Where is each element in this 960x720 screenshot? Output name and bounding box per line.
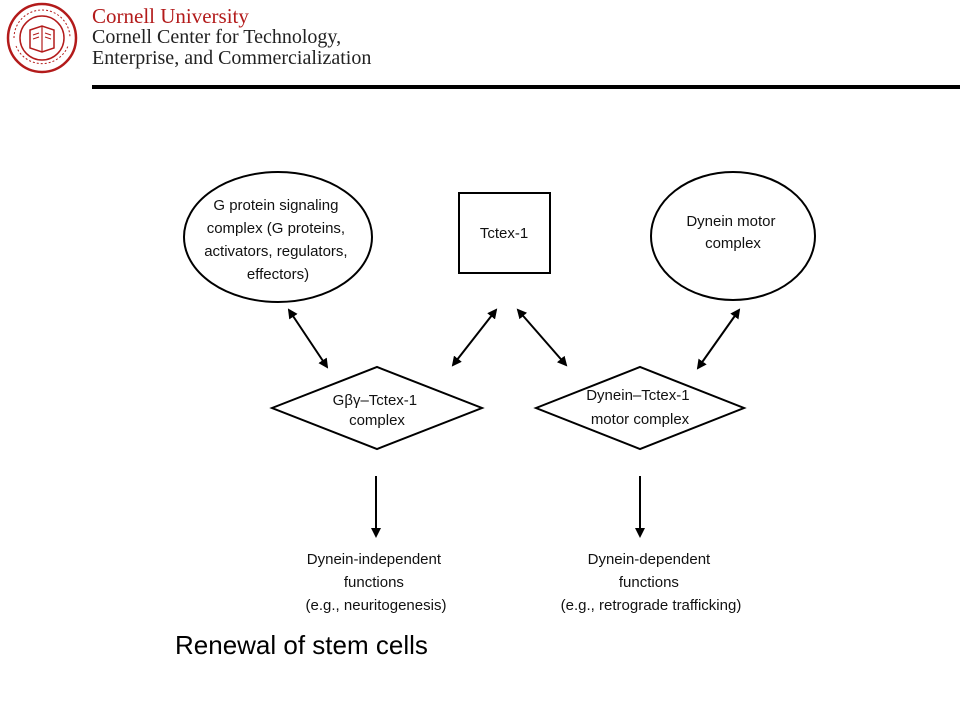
cornell-seal-logo xyxy=(6,2,78,74)
dynein-independent-label: Dynein-independent functions (e.g., neur… xyxy=(306,551,447,614)
dynein-tctex-label: Dynein–Tctex-1 motor complex xyxy=(586,387,694,428)
slide-caption: Renewal of stem cells xyxy=(175,630,428,660)
dynein-motor-label: Dynein motor complex xyxy=(686,213,779,252)
dynein-motor-ellipse xyxy=(650,171,816,301)
center-name-line2: Enterprise, and Commercialization xyxy=(92,47,372,69)
tctex-box xyxy=(458,192,551,274)
center-name-line1: Cornell Center for Technology, xyxy=(92,26,342,48)
header: Cornell University Cornell Center for Te… xyxy=(0,0,960,90)
arrow-dynein-motor-complex xyxy=(696,308,741,370)
tctex-label: Tctex-1 xyxy=(480,225,528,242)
university-name: Cornell University xyxy=(92,4,249,28)
gbg-tctex-diamond xyxy=(269,365,485,451)
gbg-tctex-label: Gβγ–Tctex-1 complex xyxy=(333,392,422,429)
g-protein-ellipse xyxy=(183,171,373,303)
arrow-tctex-dynein-complex xyxy=(516,308,568,367)
header-rule xyxy=(92,85,960,89)
arrow-tctex-gbg xyxy=(451,308,498,367)
arrow-gprotein-gbg xyxy=(287,308,329,369)
dynein-dependent-label: Dynein-dependent functions (e.g., retrog… xyxy=(561,551,742,614)
dynein-tctex-diamond xyxy=(533,365,747,451)
g-protein-label: G protein signaling complex (G proteins,… xyxy=(204,197,352,283)
brand-text: Cornell University Cornell Center for Te… xyxy=(92,6,371,69)
